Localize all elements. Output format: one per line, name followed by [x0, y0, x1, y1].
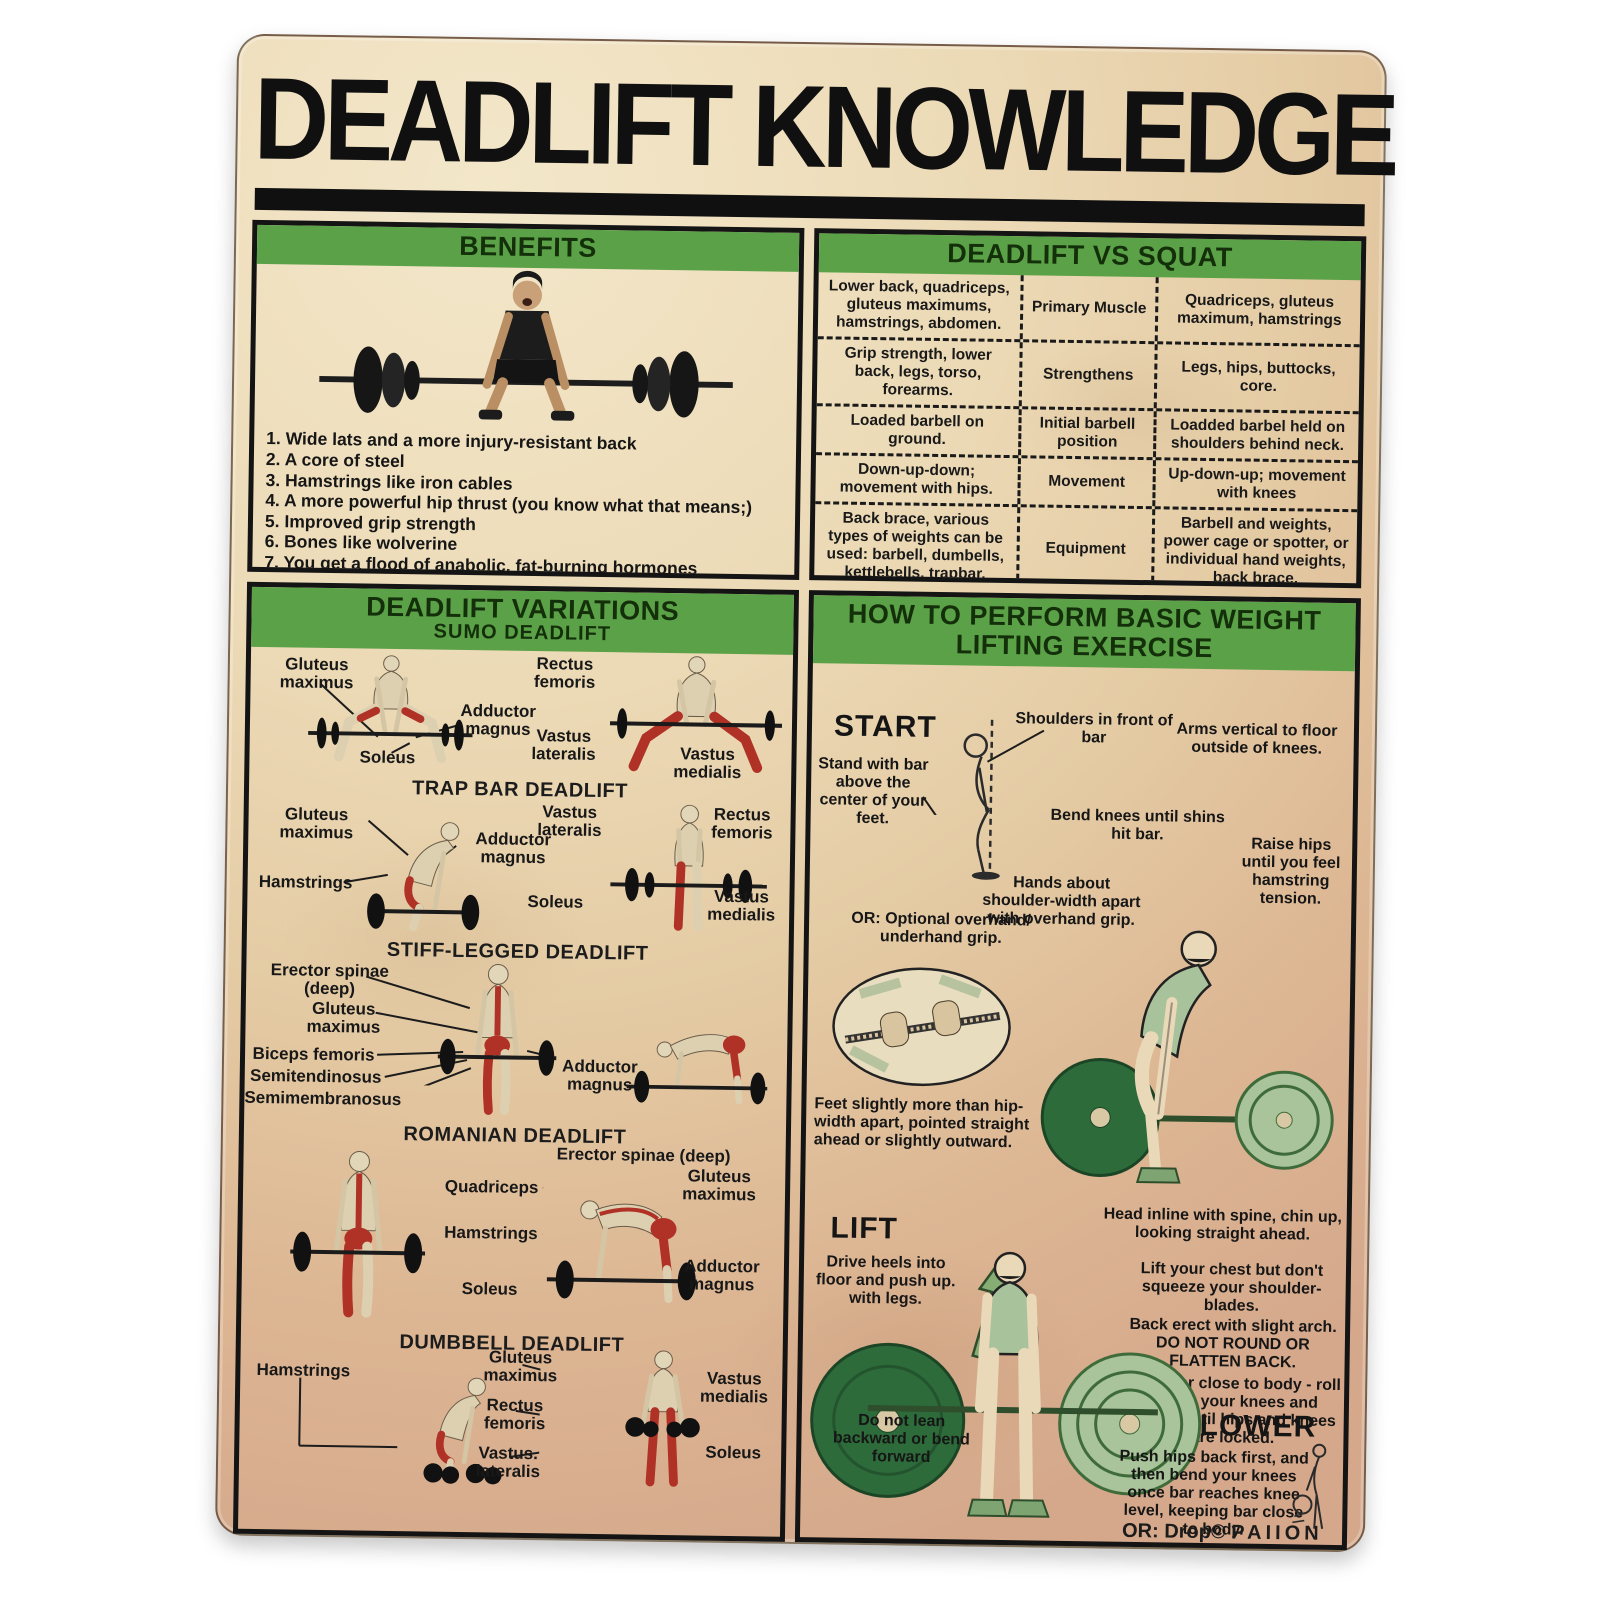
label-vastus-medialis: Vastus medialis	[707, 886, 776, 925]
dumbbell-standing-figure-illustration	[603, 1348, 723, 1497]
romanian-section: ROMANIAN DEADLIFT	[241, 1117, 786, 1333]
deadlift-cell: Grip strength, lower back, legs, torso, …	[844, 344, 993, 400]
label-soleus: Soleus	[527, 891, 584, 912]
label-vastus-lateralis: Vastus lateralis	[531, 725, 596, 764]
table-row: Lower back, quadriceps, gluteus maximums…	[817, 272, 1361, 348]
note-head-inline: Head inline with spine, chin up, looking…	[1103, 1205, 1343, 1244]
dumbbell-crouch-figure-illustration	[387, 1369, 519, 1494]
trap-bar-section: TRAP BAR DEADLIFT	[247, 771, 791, 941]
squat-cell: Barbell and weights, power cage or spott…	[1163, 514, 1349, 588]
stiff-legged-section: STIFF-LEGGED DEADLIFT	[244, 933, 789, 1125]
label-hamstrings: Hamstrings	[258, 871, 353, 893]
brand-logo: PAIION	[1231, 1521, 1323, 1550]
table-row: Back brace, various types of weights can…	[814, 504, 1357, 589]
start-position-figure-illustration	[928, 715, 1041, 890]
deadlift-cell: Down-up-down; movement with hips.	[839, 460, 994, 498]
lift-lifter-illustration	[806, 1240, 1220, 1539]
romanian-standing-figure-illustration	[289, 1147, 427, 1326]
squat-cell: Loadded barbel held on shoulders behind …	[1170, 416, 1346, 455]
drop-text: OR: Drop©	[1121, 1520, 1226, 1544]
deadlift-cell: Lower back, quadriceps, gluteus maximums…	[828, 277, 1010, 334]
table-row: Down-up-down; movement with hips. Moveme…	[815, 455, 1358, 513]
sumo-section: Gluteus maximus Adductor magnus Soleus R…	[249, 647, 793, 782]
label-gluteus-maximus: Gluteus maximus	[279, 654, 354, 693]
label-gluteus-maximus: Gluteus maximus	[279, 804, 354, 843]
aspect-cell: Primary Muscle	[1019, 275, 1160, 342]
deadlift-vs-squat-panel: DEADLIFT VS SQUAT Lower back, quadriceps…	[809, 228, 1367, 589]
squat-cell: Legs, hips, buttocks, core.	[1181, 358, 1336, 396]
label-gluteus-maximus: Gluteus maximus	[306, 998, 381, 1037]
grip-inset-illustration	[829, 964, 1016, 1097]
label-erector-spinae: Erector spinae (deep)	[556, 1144, 731, 1166]
drop-note: OR: Drop© PAIION	[1121, 1520, 1323, 1550]
how-to-content: START Shoulders in front of bar Arms ver…	[800, 664, 1355, 1550]
label-biceps-femoris: Biceps femoris	[252, 1043, 375, 1065]
start-label: START	[833, 709, 937, 745]
squat-cell: Up-down-up; movement with knees	[1168, 465, 1346, 503]
sumo-front-figure-2-illustration	[609, 652, 783, 782]
note-shoulders: Shoulders in front of bar	[1015, 710, 1173, 747]
squat-cell: Quadriceps, gluteus maximum, hamstrings	[1176, 291, 1342, 330]
aspect-cell: Strengthens	[1018, 342, 1159, 409]
label-soleus: Soleus	[461, 1278, 518, 1299]
label-hamstrings: Hamstrings	[256, 1359, 351, 1381]
aspect-cell: Equipment	[1015, 507, 1156, 589]
benefits-list: 1. Wide lats and a more injury-resistant…	[252, 424, 796, 580]
romanian-bent-figure-illustration	[546, 1179, 708, 1316]
dumbbell-section: DUMBBELL DEADLIFT	[239, 1325, 783, 1499]
label-vastus-medialis: Vastus medialis	[699, 1368, 769, 1407]
deadlift-poster: DEADLIFT KNOWLEDGE BENEFITS	[214, 33, 1396, 1553]
label-semimembranosus: Semimembranosus	[244, 1087, 402, 1109]
label-semitendinosus: Semitendinosus	[249, 1065, 382, 1087]
variations-header: DEADLIFT VARIATIONS SUMO DEADLIFT	[251, 586, 794, 655]
deadlift-cell: Loaded barbell on ground.	[850, 411, 985, 449]
how-to-panel: HOW TO PERFORM BASIC WEIGHT LIFTING EXER…	[794, 590, 1361, 1551]
benefits-panel: BENEFITS 1. Wide lats and a more injury	[247, 219, 805, 581]
note-bend-knees: Bend knees until shins hit bar.	[1050, 807, 1225, 844]
deadlift-man-photo-illustration	[319, 271, 733, 421]
panel-grid: BENEFITS 1. Wide lats and a more injury	[232, 219, 1367, 1551]
label-adductor-magnus: Adductor magnus	[684, 1256, 760, 1295]
label-rectus-femoris: Rectus femoris	[533, 653, 596, 692]
note-feet: Feet slightly more than hip-width apart,…	[813, 1095, 1030, 1152]
poster-title: DEADLIFT KNOWLEDGE	[252, 54, 1396, 202]
label-rectus-femoris: Rectus femoris	[483, 1395, 546, 1433]
label-erector-spinae: Erector spinae (deep)	[270, 959, 389, 999]
benefits-illustration	[254, 264, 798, 432]
stiff-standing-back-figure-illustration	[436, 961, 558, 1124]
note-arms-vertical: Arms vertical to floor outside of knees.	[1176, 720, 1338, 759]
label-gluteus-maximus: Gluteus maximus	[483, 1347, 558, 1386]
start-lifter-illustration	[1037, 905, 1341, 1204]
label-soleus: Soleus	[359, 747, 416, 768]
label-soleus: Soleus	[705, 1442, 762, 1463]
label-quadriceps: Quadriceps	[444, 1176, 539, 1197]
table-row: Grip strength, lower back, legs, torso, …	[816, 339, 1360, 415]
trap-standing-figure-illustration	[609, 802, 769, 941]
vs-table: Lower back, quadriceps, gluteus maximums…	[814, 272, 1361, 589]
label-hamstrings: Hamstrings	[444, 1222, 538, 1243]
sumo-front-figure-illustration	[307, 652, 474, 775]
variations-panel: DEADLIFT VARIATIONS SUMO DEADLIFT	[232, 581, 800, 1542]
label-adductor-magnus: Adductor magnus	[562, 1056, 638, 1095]
label-rectus-femoris: Rectus femoris	[711, 804, 773, 843]
note-grip-or: OR: Optional overhand/ underhand grip.	[851, 910, 1032, 948]
aspect-cell: Movement	[1016, 458, 1157, 507]
note-stand: Stand with bar above the center of your …	[818, 755, 929, 828]
label-gluteus-maximus: Gluteus maximus	[682, 1166, 757, 1205]
label-vastus-lateralis: Vastus. lateralis	[475, 1443, 541, 1481]
lower-label: LOWER	[1199, 1409, 1317, 1445]
stiff-bent-figure-illustration	[626, 1000, 778, 1119]
lower-mini-figure-illustration	[1292, 1443, 1341, 1545]
how-to-header: HOW TO PERFORM BASIC WEIGHT LIFTING EXER…	[812, 595, 1356, 672]
label-vastus-lateralis: Vastus lateralis	[537, 801, 602, 840]
note-raise-hips: Raise hips until you feel hamstring tens…	[1241, 836, 1341, 908]
note-do-not-lean: Do not lean backward or bend forward	[832, 1412, 970, 1467]
aspect-cell: Initial barbell position	[1017, 409, 1158, 458]
trap-crouch-figure-illustration	[347, 814, 499, 939]
table-row: Loaded barbell on ground. Initial barbel…	[816, 406, 1359, 464]
deadlift-cell: Back brace, various types of weights can…	[826, 509, 1005, 583]
